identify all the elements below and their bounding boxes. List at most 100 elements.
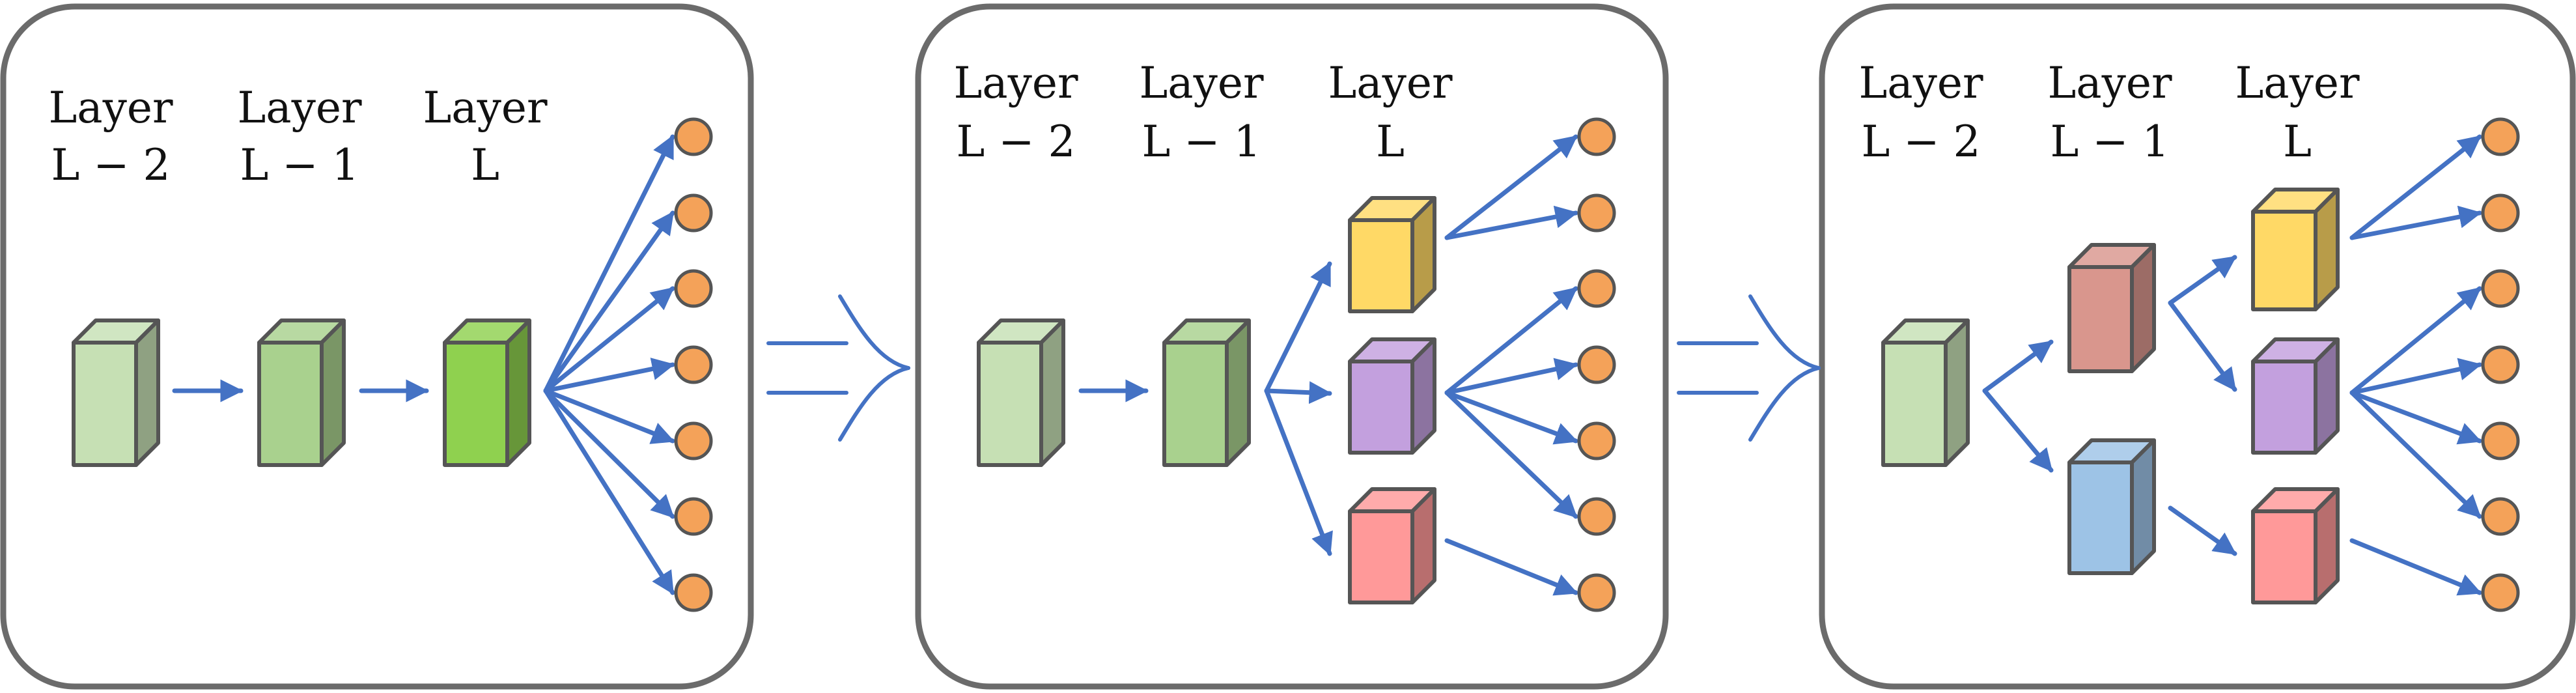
output-node-5 bbox=[2481, 421, 2520, 460]
cube-side-face bbox=[2130, 243, 2156, 373]
label-layer-l-line1: Layer bbox=[1328, 58, 1453, 108]
edge-to-output-6 bbox=[543, 388, 675, 519]
output-node-2 bbox=[1577, 193, 1616, 233]
output-node-4 bbox=[1577, 345, 1616, 384]
output-node-4 bbox=[674, 345, 713, 384]
panel-2-labels: Layer L − 2 Layer L − 1 Layer L bbox=[953, 58, 1453, 167]
output-node-3 bbox=[2481, 269, 2520, 308]
panel-3-labels: Layer L − 2 Layer L − 1 Layer L bbox=[1858, 58, 2360, 167]
output-node-1 bbox=[674, 117, 713, 156]
output-node-7 bbox=[674, 573, 713, 612]
label-layer-l-line2: L bbox=[1376, 117, 1405, 167]
label-layer-l-line2: L bbox=[471, 140, 499, 190]
cube-layer-l-2 bbox=[1881, 318, 1970, 467]
output-node-6 bbox=[674, 497, 713, 536]
label-layer-l-1-line1: Layer bbox=[1139, 58, 1264, 108]
edge-to-output-4 bbox=[543, 358, 675, 393]
cube-layer-l-red bbox=[1348, 487, 1436, 604]
edge-l1-to-purple bbox=[1264, 381, 1332, 404]
transition-layer bbox=[766, 294, 1821, 442]
output-node-5 bbox=[1577, 421, 1616, 460]
cube-front-face bbox=[72, 341, 138, 467]
edge-blue-to-red bbox=[2168, 505, 2237, 556]
cube-side-face bbox=[2314, 337, 2340, 455]
cube-front-face bbox=[1348, 218, 1414, 313]
output-node-3 bbox=[1577, 269, 1616, 308]
edge-yellow-to-output-1 bbox=[2349, 134, 2482, 240]
cube-layer-l-1 bbox=[257, 318, 346, 467]
label-layer-l-1-line1: Layer bbox=[237, 83, 362, 133]
panel-layer bbox=[0, 3, 2576, 690]
panel-partial-split-model bbox=[915, 3, 1669, 690]
edge-purple-to-output-3 bbox=[2349, 286, 2482, 395]
cube-layer-l-purple bbox=[1348, 337, 1436, 455]
cube-front-face bbox=[1162, 341, 1229, 467]
edge-yellow-to-output-2 bbox=[1444, 205, 1578, 240]
cube-layer-l-yellow bbox=[2251, 188, 2340, 311]
edge-purple-to-output-4 bbox=[2349, 358, 2482, 395]
label-layer-l-line1: Layer bbox=[2235, 58, 2360, 108]
edge-brown-to-yellow bbox=[2168, 255, 2237, 305]
output-node-1 bbox=[1577, 117, 1616, 156]
edge-brown-to-purple bbox=[2168, 300, 2237, 392]
edge-to-output-3 bbox=[543, 286, 675, 393]
label-layer-l-2-line1: Layer bbox=[1858, 58, 1983, 108]
cube-layer-l-1-brown bbox=[2067, 243, 2156, 373]
cube-layer-l-2 bbox=[72, 318, 160, 467]
cube-side-face bbox=[2130, 438, 2156, 575]
edge-l2-to-blue bbox=[1982, 388, 2054, 473]
implies-arrow-icon-2 bbox=[1677, 294, 1821, 442]
edge-purple-to-output-6 bbox=[2349, 390, 2482, 519]
label-layer-l-1-line1: Layer bbox=[2047, 58, 2172, 108]
label-layer-l-1-line2: L − 1 bbox=[240, 140, 359, 190]
edge-red-to-output-7 bbox=[1444, 538, 1578, 596]
cube-front-face bbox=[443, 341, 509, 467]
edge-l2-to-brown bbox=[1982, 339, 2054, 393]
edge-red-to-output-7 bbox=[2349, 538, 2482, 596]
cube-front-face bbox=[2251, 360, 2317, 455]
output-node-5 bbox=[674, 421, 713, 460]
output-node-7 bbox=[1577, 573, 1616, 612]
cube-front-face bbox=[2067, 265, 2134, 373]
output-node-2 bbox=[2481, 193, 2520, 233]
label-layer-l-2-line1: Layer bbox=[953, 58, 1078, 108]
cube-side-face bbox=[2314, 188, 2340, 311]
edge-purple-to-output-5 bbox=[2349, 390, 2482, 445]
cube-layer-l-1-blue bbox=[2067, 438, 2156, 575]
cube-front-face bbox=[257, 341, 324, 467]
edge-to-output-1 bbox=[543, 134, 675, 393]
label-layer-l-2-line1: Layer bbox=[48, 83, 173, 133]
label-layer-l-1-line2: L − 1 bbox=[2050, 117, 2169, 167]
cube-side-face bbox=[320, 318, 346, 467]
label-layer-l-2-line2: L − 2 bbox=[956, 117, 1075, 167]
output-node-1 bbox=[2481, 117, 2520, 156]
edge-purple-to-output-6 bbox=[1444, 390, 1578, 519]
implies-head-bottom bbox=[1748, 366, 1821, 442]
edge-to-output-5 bbox=[543, 388, 675, 444]
cube-front-face bbox=[1348, 360, 1414, 455]
cube-layer-l-1 bbox=[1162, 318, 1251, 467]
cube-front-face bbox=[1348, 509, 1414, 604]
cube-layer-l-red bbox=[2251, 487, 2340, 604]
cube-layer-l-2 bbox=[977, 318, 1065, 467]
cube-front-face bbox=[1881, 341, 1948, 467]
cube-layer-l-yellow bbox=[1348, 196, 1436, 313]
edge-l1-to-red bbox=[1264, 388, 1333, 556]
output-node-6 bbox=[2481, 497, 2520, 536]
edge-l1-to-yellow bbox=[1264, 261, 1332, 393]
label-layer-l-line2: L bbox=[2283, 117, 2312, 167]
cube-side-face bbox=[1225, 318, 1251, 467]
edge-purple-to-output-5 bbox=[1444, 390, 1578, 445]
cube-front-face bbox=[977, 341, 1043, 467]
output-node-7 bbox=[2481, 573, 2520, 612]
output-node-2 bbox=[674, 193, 713, 233]
cube-side-face bbox=[1410, 487, 1436, 604]
edge-to-output-7 bbox=[543, 388, 675, 595]
cube-layer bbox=[72, 188, 2340, 604]
cube-front-face bbox=[2067, 460, 2134, 575]
edge-yellow-to-output-2 bbox=[2349, 205, 2482, 240]
node-layer bbox=[674, 117, 2520, 612]
label-layer-l-1-line2: L − 1 bbox=[1141, 117, 1261, 167]
label-layer-l-2-line2: L − 2 bbox=[51, 140, 170, 190]
cube-layer-l-purple bbox=[2251, 337, 2340, 455]
